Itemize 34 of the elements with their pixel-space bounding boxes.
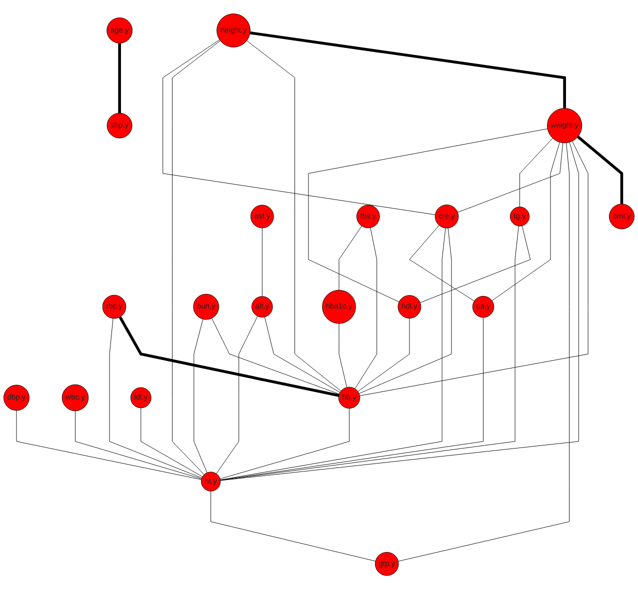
connector <box>398 142 570 562</box>
connector <box>118 316 340 398</box>
connector <box>109 318 202 479</box>
connector <box>210 491 376 562</box>
connector <box>420 226 531 304</box>
connector <box>358 318 410 392</box>
connector <box>492 142 560 302</box>
connector <box>220 228 446 480</box>
connector <box>140 408 203 478</box>
connector <box>194 319 208 474</box>
connector <box>216 316 258 474</box>
connector <box>409 225 475 302</box>
connector <box>118 44 121 114</box>
connector <box>220 408 350 480</box>
connector <box>16 410 202 480</box>
connector <box>246 40 342 392</box>
connector <box>358 228 452 394</box>
connector <box>308 128 548 302</box>
connector <box>212 318 340 395</box>
connector <box>520 138 553 208</box>
connector <box>359 141 588 396</box>
connector <box>75 410 202 480</box>
connector <box>220 226 519 481</box>
connector <box>576 136 624 204</box>
connector <box>162 40 436 216</box>
connector <box>338 324 348 388</box>
connector <box>250 32 566 109</box>
connector <box>457 142 564 213</box>
connector <box>220 142 579 482</box>
connector <box>354 228 378 390</box>
connector <box>172 40 221 476</box>
connector <box>264 317 340 393</box>
connector <box>338 226 362 291</box>
connector <box>220 318 484 481</box>
